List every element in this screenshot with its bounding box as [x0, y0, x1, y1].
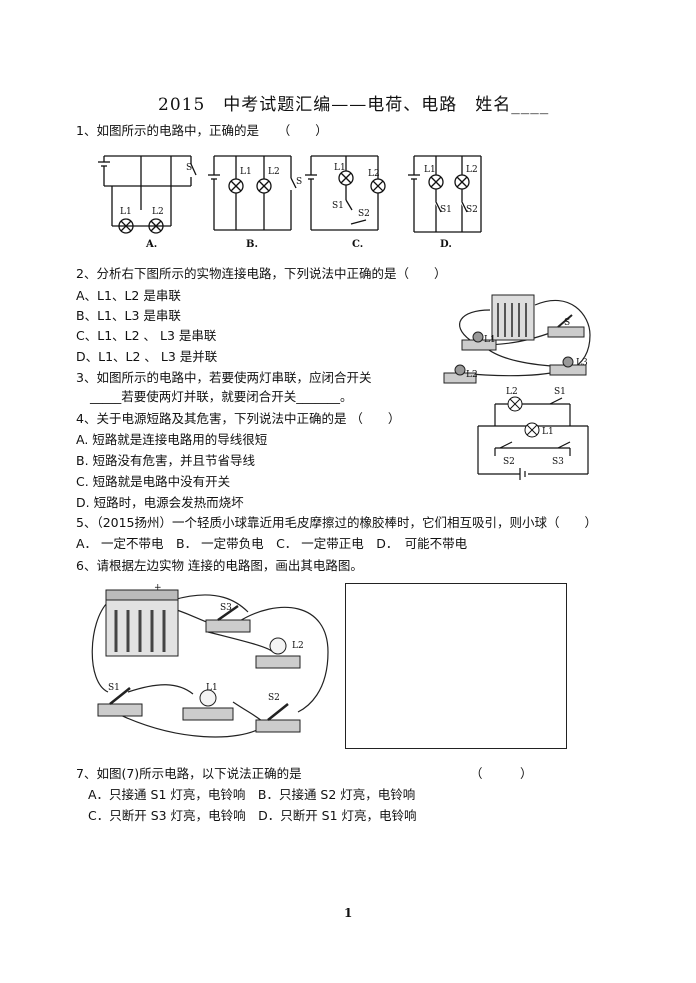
page-number: 1	[344, 906, 353, 920]
q2-physical-circuit: S L1 L2 L3	[443, 294, 591, 384]
q1-b-label-l2: L2	[268, 167, 280, 177]
q3-label-s1: S1	[554, 387, 566, 397]
q2-label-s: S	[564, 318, 570, 328]
q1-c-label-s1: S1	[332, 201, 344, 211]
q3-label-s2: S2	[503, 457, 515, 467]
q2-label-l2: L2	[466, 370, 478, 380]
q2-option-a: A、L1、L2 是串联	[76, 288, 181, 303]
q6-label-s1: S1	[108, 683, 120, 693]
q6-label-plus: +	[154, 583, 162, 593]
q1-circuit-figures: S L1 L2 L1 L2 S L1 L2 S1 S2 L1 L2 S1 S2 …	[98, 155, 482, 250]
q3-circuit-diagram: L2 S1 L1 S2 S3	[477, 387, 589, 480]
q4-option-a: A. 短路就是连接电路用的导线很短	[76, 432, 268, 447]
q1-d-label-l2: L2	[466, 165, 478, 175]
q6-stem: 6、请根据左边实物 连接的电路图，画出其电路图。	[76, 558, 363, 573]
q4-option-c: C. 短路就是电路中没有开关	[76, 474, 231, 489]
q1-d-label-l1: L1	[424, 165, 436, 175]
q4-option-d: D. 短路时，电源会发热而烧坏	[76, 495, 244, 510]
q1-label-l2: L2	[152, 207, 164, 217]
q3-line1: 3、如图所示的电路中，若要使两灯串联，应闭合开关	[76, 370, 372, 385]
q1-option-d: D.	[440, 239, 452, 250]
q2-label-l1: L1	[484, 335, 496, 345]
q7-bracket: （ ）	[470, 766, 533, 781]
q1-stem: 1、如图所示的电路中，正确的是 （ ）	[76, 123, 328, 138]
q2-stem: 2、分析右下图所示的实物连接电路，下列说法中正确的是（ ）	[76, 266, 447, 281]
q1-d-label-s1: S1	[440, 205, 452, 215]
q6-label-s2: S2	[268, 693, 280, 703]
q3-label-s3: S3	[552, 457, 564, 467]
q1-label-l1: L1	[120, 207, 132, 217]
q2-option-c: C、L1、L2 、 L3 是串联	[76, 328, 217, 343]
q3-line2: _____若要使两灯并联，就要闭合开关_______。	[90, 389, 353, 404]
q6-label-l1: L1	[206, 683, 218, 693]
q5-stem: 5、（2015扬州）一个轻质小球靠近用毛皮摩擦过的橡胶棒时，它们相互吸引，则小球…	[76, 515, 598, 530]
q4-stem: 4、关于电源短路及其危害，下列说法中正确的是 （ ）	[76, 411, 401, 426]
q1-option-b: B.	[246, 239, 258, 250]
q1-c-label-l2: L2	[368, 169, 380, 179]
q6-label-s3: S3	[220, 603, 232, 613]
q1-option-a: A.	[145, 239, 157, 250]
q1-c-label-l1: L1	[334, 163, 346, 173]
q2-option-b: B、L1、L3 是串联	[76, 308, 181, 323]
q1-label-s: S	[186, 163, 192, 173]
q3-label-l2: L2	[506, 387, 518, 397]
page-title: 2015 中考试题汇编——电荷、电路 姓名____	[158, 95, 550, 115]
q1-b-label-l1: L1	[240, 167, 252, 177]
q5-options: A． 一定不带电 B． 一定带负电 C． 一定带正电 D． 可能不带电	[76, 536, 468, 551]
q1-b-label-s: S	[296, 177, 302, 187]
q1-option-c: C.	[352, 239, 363, 250]
q7-options-line1: A．只接通 S1 灯亮，电铃响 B．只接通 S2 灯亮，电铃响	[88, 787, 416, 802]
q3-label-l1: L1	[542, 427, 554, 437]
q2-option-d: D、L1、L2 、 L3 是并联	[76, 349, 218, 364]
q7-options-line2: C．只断开 S3 灯亮，电铃响 D．只断开 S1 灯亮，电铃响	[88, 808, 417, 823]
q2-label-l3: L3	[576, 358, 588, 368]
q6-answer-box[interactable]	[345, 583, 567, 749]
q1-c-label-s2: S2	[358, 209, 370, 219]
q4-option-b: B. 短路没有危害，并且节省导线	[76, 453, 256, 468]
q7-stem: 7、如图(7)所示电路，以下说法正确的是	[76, 766, 302, 781]
q1-d-label-s2: S2	[466, 205, 478, 215]
q6-label-l2: L2	[292, 641, 304, 651]
q6-physical-circuit: + S3 L2 S1 L1 S2	[91, 583, 329, 738]
